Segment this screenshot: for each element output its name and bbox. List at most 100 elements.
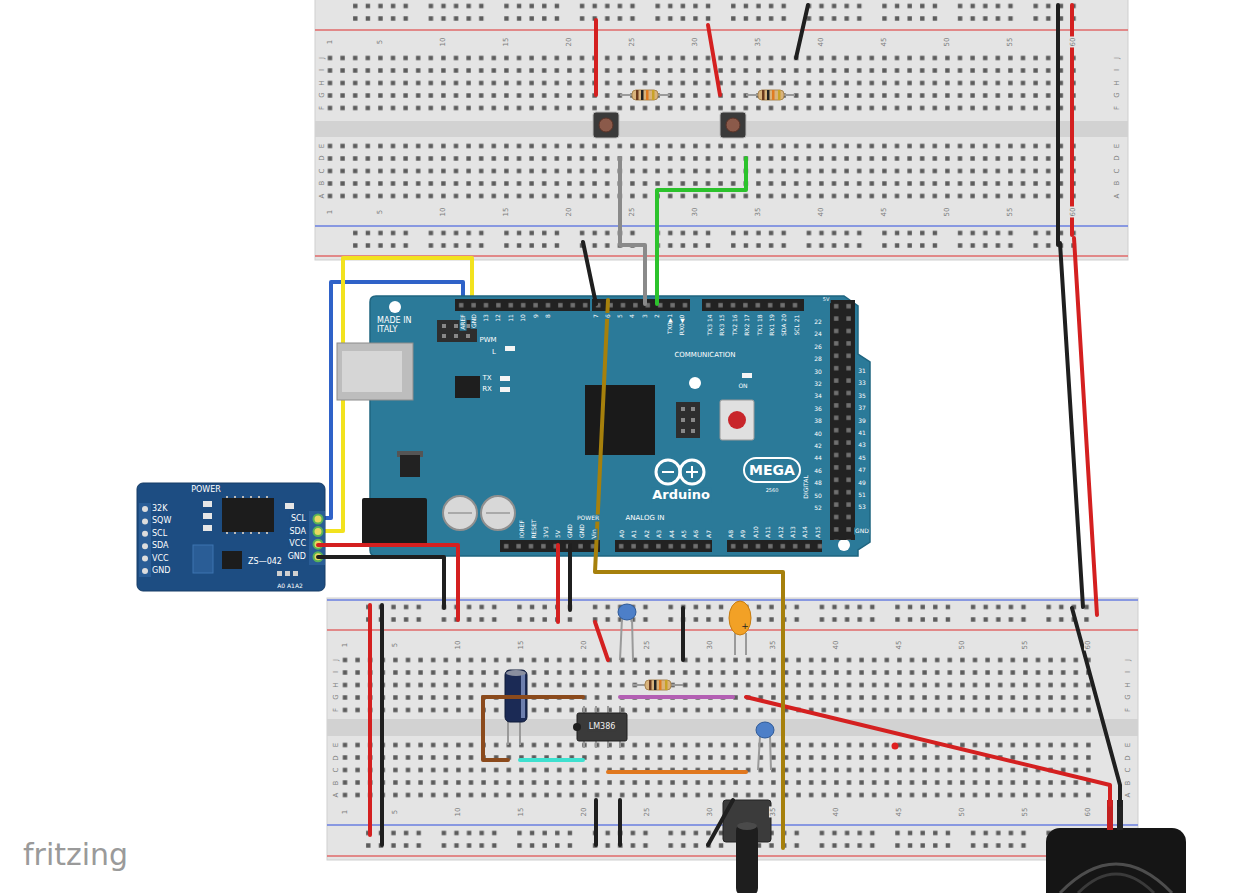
resistor-symbol xyxy=(772,90,775,100)
silkscreen-label: 22 xyxy=(813,319,823,326)
watermark: fritzing xyxy=(22,838,129,873)
jumper-wire xyxy=(620,158,645,304)
breadboard-number: 10 xyxy=(454,807,462,818)
silkscreen-label: 50 xyxy=(813,492,823,499)
silkscreen-label: MEGA xyxy=(748,462,796,478)
breadboard-number: 60 xyxy=(1084,807,1092,818)
silkscreen-label: 44 xyxy=(813,455,823,462)
silkscreen-label: RX0◀0 xyxy=(679,313,686,336)
resistor-symbol xyxy=(641,90,644,100)
potentiometer-symbol xyxy=(736,822,758,893)
speaker-symbol xyxy=(1107,800,1113,830)
silkscreen-label: TX3 14 xyxy=(707,313,714,336)
silkscreen-label: A7 xyxy=(705,529,712,539)
silkscreen-label: TX1 18 xyxy=(756,313,763,336)
breadboard-top xyxy=(315,121,1128,137)
resistor-symbol xyxy=(620,94,670,96)
resistor-symbol xyxy=(758,90,784,100)
jumper-wire xyxy=(1072,608,1120,805)
breadboard-letter: I xyxy=(318,68,326,72)
breadboard-letter: H xyxy=(1113,79,1121,86)
marker-dot xyxy=(892,743,899,750)
silkscreen-label: 5 xyxy=(617,313,624,319)
breadboard-letter: G xyxy=(332,693,340,700)
ic-chip: LM386 xyxy=(577,713,627,741)
jumper-wire xyxy=(681,608,685,660)
silkscreen-label: 31 xyxy=(857,368,867,375)
breadboard-number: 5 xyxy=(391,809,399,815)
pushbutton-symbol xyxy=(593,112,619,138)
potentiometer-symbol xyxy=(723,800,771,893)
breadboard-number: 50 xyxy=(958,807,966,818)
capacitor-symbol xyxy=(505,670,527,722)
breadboard-number: 1 xyxy=(341,809,349,815)
breadboard-number: 40 xyxy=(832,807,840,818)
breadboard-letter: B xyxy=(1124,780,1132,787)
silkscreen-label: A15 xyxy=(814,525,821,539)
breadboard-letter: C xyxy=(318,168,326,175)
chip-notch xyxy=(573,723,581,731)
breadboard-number: 35 xyxy=(754,207,762,218)
silkscreen-label: GND xyxy=(471,313,478,329)
jumper-wire xyxy=(595,622,608,660)
breadboard-number: 10 xyxy=(439,37,447,48)
resistor-symbol xyxy=(632,90,658,100)
speaker-symbol xyxy=(1060,864,1172,893)
breadboard-number: 25 xyxy=(643,807,651,818)
breadboard-number: 30 xyxy=(691,37,699,48)
silkscreen-label: 52 xyxy=(813,505,823,512)
resistor-symbol xyxy=(646,90,649,100)
silkscreen-label: 33 xyxy=(857,380,867,387)
silkscreen-label: MADE IN ITALY xyxy=(376,316,422,334)
resistor-symbol xyxy=(746,94,795,96)
resistor-symbol xyxy=(654,680,657,690)
resistor-symbol xyxy=(652,90,655,100)
silkscreen-label: RX xyxy=(481,385,493,393)
breadboard-letter: C xyxy=(1124,767,1132,774)
breadboard-letter: I xyxy=(1113,68,1121,72)
capacitor-symbol xyxy=(508,720,520,745)
breadboard-bottom xyxy=(327,824,1138,826)
capacitor-symbol xyxy=(729,601,751,635)
breadboard-letter: I xyxy=(1124,670,1132,674)
silkscreen-label: TX0▶1 xyxy=(667,313,674,335)
silkscreen-label: GND xyxy=(854,528,870,535)
breadboard-letter: H xyxy=(318,79,326,86)
silkscreen-label: A2 xyxy=(643,529,650,539)
breadboard-letter: E xyxy=(318,143,326,149)
module-label: VCC xyxy=(151,554,170,563)
silkscreen-label: A11 xyxy=(765,525,772,539)
jumper-wire xyxy=(608,770,746,774)
breadboard-top xyxy=(349,0,1080,25)
module-label: ZS—042 xyxy=(247,557,283,566)
breadboard-number: 1 xyxy=(341,642,349,648)
breadboard-letter: D xyxy=(1113,154,1121,161)
jumper-wire xyxy=(380,605,384,845)
potentiometer-symbol xyxy=(723,800,771,842)
breadboard-number: 55 xyxy=(1021,807,1029,818)
breadboard-letter: A xyxy=(1124,792,1132,799)
breadboard-number: 15 xyxy=(517,807,525,818)
breadboard-top xyxy=(315,255,1128,257)
silkscreen-label: A0 xyxy=(619,529,626,539)
breadboard-bottom xyxy=(327,629,1138,631)
speaker-symbol xyxy=(1078,874,1154,893)
silkscreen-label: 39 xyxy=(857,417,867,424)
breadboard-number: 50 xyxy=(943,207,951,218)
module-label: GND xyxy=(287,552,307,561)
breadboard-number: 60 xyxy=(1069,207,1077,218)
resistor-symbol xyxy=(778,90,781,100)
jumper-wire xyxy=(618,800,622,845)
breadboard-letter: B xyxy=(332,780,340,787)
breadboard-top xyxy=(315,29,1128,31)
breadboard-letter: A xyxy=(318,193,326,200)
chip-legs xyxy=(584,706,620,748)
breadboard-letter: J xyxy=(318,56,326,60)
jumper-wire xyxy=(318,545,458,620)
capacitor-symbol xyxy=(735,633,746,655)
module-label: SCL xyxy=(151,529,168,538)
breadboard-number: 5 xyxy=(376,209,384,215)
breadboard-number: 45 xyxy=(880,207,888,218)
